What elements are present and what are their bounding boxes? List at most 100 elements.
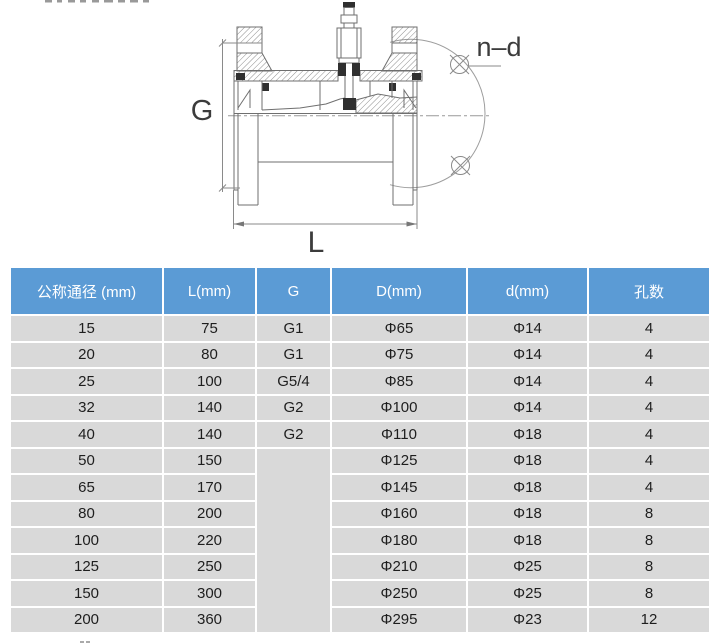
dimension-L-label: L [308, 226, 325, 259]
table-cell: Φ14 [468, 369, 587, 394]
flow-meter-technical-drawing: G L n–d [45, 0, 522, 259]
table-cell: Φ65 [332, 316, 466, 341]
column-header: G [257, 268, 330, 314]
dimension-G-label: G [191, 95, 214, 127]
table-cell: 8 [589, 554, 709, 579]
table-cell: Φ250 [332, 581, 466, 606]
table-cell: 300 [164, 581, 255, 606]
table-cell: 360 [164, 607, 255, 632]
bolt-circle [389, 38, 486, 189]
table-cell: 4 [589, 475, 709, 500]
table-cell: 8 [589, 581, 709, 606]
table-cell: 4 [589, 395, 709, 420]
table-cell: Φ18 [468, 448, 587, 473]
table-cell: 250 [164, 554, 255, 579]
table-cell: Φ18 [468, 475, 587, 500]
table-cell: Φ18 [468, 528, 587, 553]
table-cell: 4 [589, 448, 709, 473]
table-cell: Φ18 [468, 501, 587, 526]
clipped-text-fragments [45, 0, 149, 3]
table-cell: Φ145 [332, 475, 466, 500]
table-cell: 75 [164, 316, 255, 341]
left-flange-exterior [233, 81, 259, 206]
table-cell: 150 [11, 581, 162, 606]
table-cell: Φ110 [332, 422, 466, 447]
sensor-fitting [336, 2, 362, 110]
column-header: L(mm) [164, 268, 255, 314]
clipped-bottom-text-fragments [80, 641, 100, 644]
bolt-hole-bottom [450, 155, 471, 176]
table-cell: 4 [589, 369, 709, 394]
table-cell: 80 [11, 501, 162, 526]
table-cell: Φ75 [332, 342, 466, 367]
table-cell: 100 [164, 369, 255, 394]
table-cell: Φ23 [468, 607, 587, 632]
table-cell: G5/4 [257, 369, 330, 394]
dimension-G [218, 39, 262, 192]
table-cell: 25 [11, 369, 162, 394]
table-cell: Φ85 [332, 369, 466, 394]
body-interior-detail [237, 81, 418, 114]
table-cell: 4 [589, 342, 709, 367]
dimension-L [233, 190, 418, 229]
table-cell: 200 [164, 501, 255, 526]
table-cell: 50 [11, 448, 162, 473]
merged-g-cell [257, 448, 330, 632]
table-cell: Φ180 [332, 528, 466, 553]
table-cell: 15 [11, 316, 162, 341]
table-cell: 12 [589, 607, 709, 632]
right-flange-section [381, 26, 418, 72]
table-cell: 4 [589, 316, 709, 341]
table-cell: 150 [164, 448, 255, 473]
right-flange-exterior [392, 81, 418, 206]
table-cell: 8 [589, 528, 709, 553]
table-cell: G2 [257, 422, 330, 447]
column-header: D(mm) [332, 268, 466, 314]
body-top-wall [233, 70, 423, 82]
table-cell: Φ18 [468, 422, 587, 447]
table-cell: 8 [589, 501, 709, 526]
table-cell: Φ100 [332, 395, 466, 420]
column-header: 公称通径 (mm) [11, 268, 162, 314]
table-cell: Φ25 [468, 554, 587, 579]
bolt-hole-top [449, 54, 470, 75]
table-cell: 140 [164, 422, 255, 447]
table-cell: 40 [11, 422, 162, 447]
table-cell: G1 [257, 342, 330, 367]
table-cell: 140 [164, 395, 255, 420]
table-cell: Φ14 [468, 342, 587, 367]
column-header: d(mm) [468, 268, 587, 314]
table-cell: Φ14 [468, 395, 587, 420]
table-cell: G1 [257, 316, 330, 341]
table-cell: 65 [11, 475, 162, 500]
table-cell: 220 [164, 528, 255, 553]
table-cell: G2 [257, 395, 330, 420]
table-cell: Φ14 [468, 316, 587, 341]
table-cell: 170 [164, 475, 255, 500]
table-cell: 20 [11, 342, 162, 367]
table-cell: Φ295 [332, 607, 466, 632]
table-cell: Φ125 [332, 448, 466, 473]
table-cell: Φ160 [332, 501, 466, 526]
table-cell: 125 [11, 554, 162, 579]
table-cell: 80 [164, 342, 255, 367]
table-cell: 100 [11, 528, 162, 553]
table-cell: 32 [11, 395, 162, 420]
table-cell: 200 [11, 607, 162, 632]
left-flange-section [236, 26, 273, 72]
